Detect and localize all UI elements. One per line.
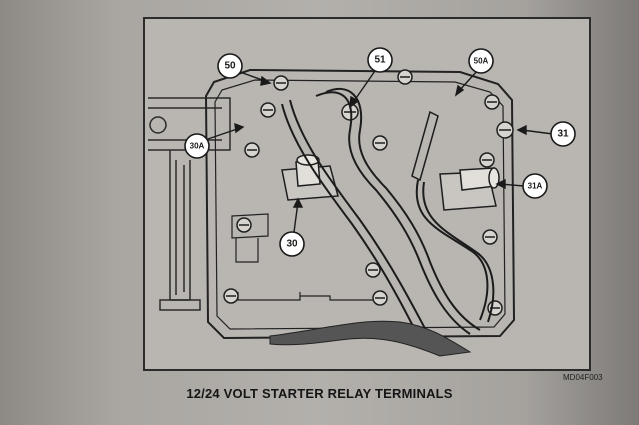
wiring [281, 87, 495, 341]
relay-housing [204, 68, 516, 340]
callout-circles [184, 47, 576, 257]
figure-frame [143, 17, 591, 371]
callout-31: 31 [557, 129, 569, 140]
callout-labels: 50 51 50A 30A 31 31A 30 [190, 55, 569, 250]
callout-51: 51 [374, 55, 386, 66]
callout-50: 50 [224, 61, 236, 72]
leader-lines [204, 67, 554, 233]
figure-code: MD04F003 [563, 373, 603, 382]
callout-31a: 31A [528, 182, 543, 191]
terminal-studs [281, 154, 500, 211]
callout-30a: 30A [190, 142, 205, 151]
figure-caption: 12/24 VOLT STARTER RELAY TERMINALS [186, 386, 453, 401]
callout-50a: 50A [474, 57, 489, 66]
lower-cable [269, 320, 472, 357]
terminal-screws [223, 69, 514, 316]
mounting-bracket [148, 97, 231, 311]
callout-30: 30 [286, 239, 298, 250]
